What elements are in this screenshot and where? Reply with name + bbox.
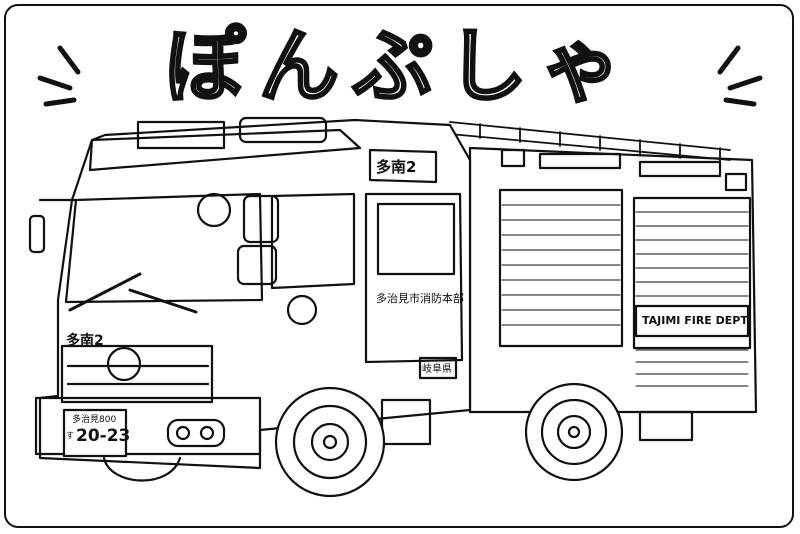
door-text: 多治見市消防本部 xyxy=(376,292,464,305)
plate-region: 多治見800 xyxy=(72,415,117,425)
plate-kana: す xyxy=(66,431,74,440)
cab xyxy=(28,116,472,470)
front-left-wheel-arch xyxy=(102,456,182,482)
front-wheel xyxy=(274,386,386,498)
emphasis-lines-left xyxy=(37,45,81,107)
front-unit-number: 多南2 xyxy=(66,333,104,349)
roof-ladder xyxy=(449,121,731,163)
rear-wheel xyxy=(524,382,624,482)
page-border xyxy=(4,4,794,528)
roof-unit-number: 多南2 xyxy=(376,158,417,176)
rear-body xyxy=(468,146,758,442)
plate-number: 20-23 xyxy=(76,426,131,446)
side-text: TAJIMI FIRE DEPT. xyxy=(642,314,751,327)
emphasis-lines-right xyxy=(717,45,763,107)
page-title: ぽんぷしゃ xyxy=(164,19,635,115)
prefecture-text: 岐阜県 xyxy=(422,364,452,375)
